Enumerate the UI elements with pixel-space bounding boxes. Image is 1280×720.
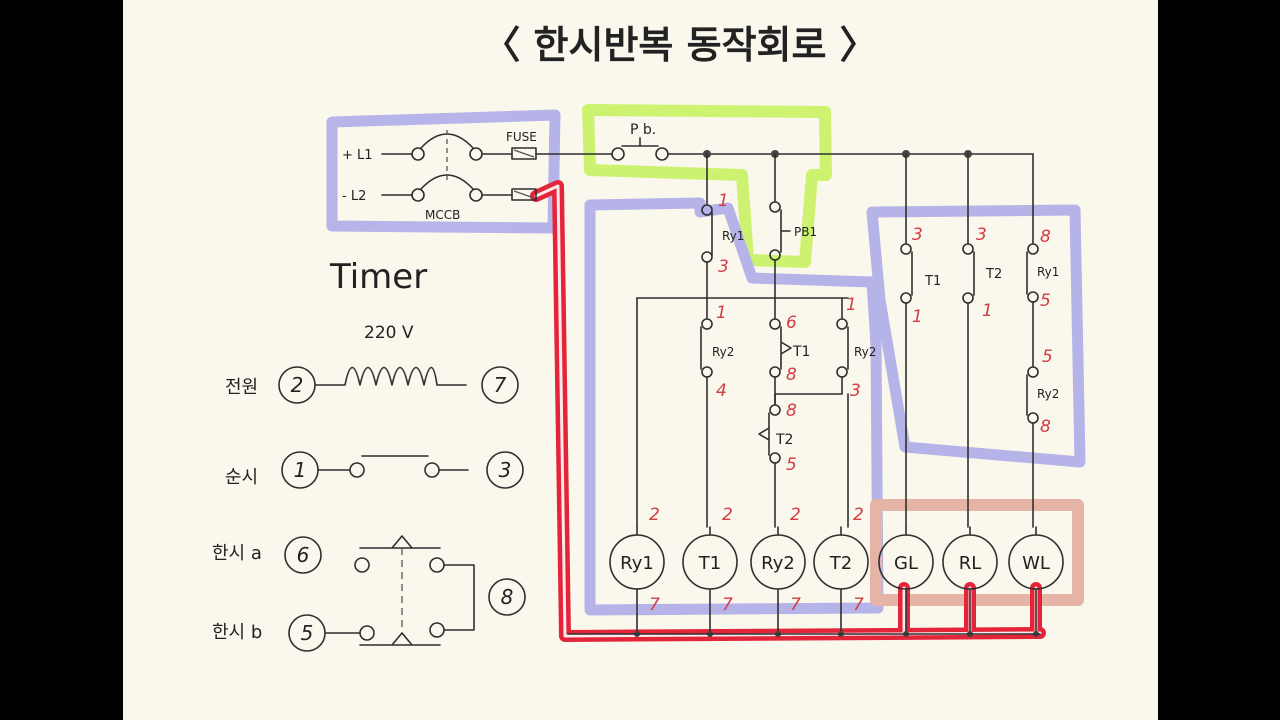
- pb1-label: PB1: [794, 225, 817, 239]
- timer-legend: Timer 220 V 전원 2 7 순시 1 3 한시 a 6 8 한시 b …: [212, 257, 526, 652]
- load-num-top: 2: [790, 505, 801, 525]
- t2-lamp-contact: T2 3 1: [962, 153, 1002, 528]
- load-t2: T2 2 7: [813, 505, 869, 637]
- pb1-contact: PB1: [769, 153, 817, 299]
- load-num-top: 2: [722, 505, 733, 525]
- ry2-seal-label: Ry2: [854, 345, 876, 359]
- ry2-seal-num-3: 3: [850, 381, 861, 401]
- t2-lamp-num-1: 1: [982, 301, 993, 321]
- highlight-layer: [326, 104, 1086, 642]
- ry2-num-1: 1: [716, 303, 727, 323]
- load-rl: RL: [942, 526, 998, 637]
- highlight-return-core: [534, 184, 1042, 638]
- ry2-lamp-label: Ry2: [1037, 387, 1059, 401]
- highlight-timer-box: [866, 204, 1086, 468]
- t2-lamp-label: T2: [985, 267, 1002, 282]
- load-wl: WL: [1008, 526, 1064, 637]
- ry2-seal-num-1: 1: [846, 295, 857, 315]
- load-row: Ry1 2 7 T1 2 7 Ry2 2 7 T2 2 7 GL RL WL: [609, 505, 1064, 637]
- ry2-lamp-num-8: 8: [1040, 417, 1051, 437]
- ry2-num-4: 4: [716, 381, 727, 401]
- t2-timer-contact: T2 8 5: [758, 393, 797, 528]
- t1-num-8: 8: [786, 365, 797, 385]
- highlight-lamp-box: [870, 499, 1084, 606]
- t2-num-8: 8: [786, 401, 797, 421]
- load-num-bottom: 7: [790, 595, 801, 615]
- t1-lamp-num-3: 3: [912, 225, 923, 245]
- load-label: WL: [1022, 553, 1050, 574]
- load-label: T2: [829, 553, 852, 574]
- ry2-lamp-num-5: 5: [1042, 347, 1053, 367]
- t2-lamp-num-3: 3: [976, 225, 987, 245]
- t1-lamp-contact: T1 3 1: [900, 153, 941, 528]
- legend-pin-6: 6: [297, 543, 310, 567]
- t1-contact-label: T1: [792, 344, 810, 360]
- t1-timer-contact: T1 6 8: [769, 297, 810, 405]
- ry2-contact: Ry2 1 4: [700, 297, 734, 528]
- legend-pin-1: 1: [294, 458, 307, 482]
- load-ry2: Ry2 2 7: [750, 505, 806, 637]
- ry1-num-3: 3: [718, 257, 729, 277]
- mccb-label: MCCB: [425, 208, 460, 222]
- t1-lamp-num-1: 1: [912, 307, 923, 327]
- ry1-num-1: 1: [718, 191, 729, 211]
- legend-pin-8: 8: [501, 585, 514, 609]
- pb-label: P b.: [630, 122, 656, 138]
- legend-pin-2: 2: [291, 373, 304, 397]
- l1-label: + L1: [342, 148, 373, 163]
- load-label: Ry2: [761, 553, 795, 574]
- ry1-lamp-num-8: 8: [1040, 227, 1051, 247]
- legend-row-delay-b-label: 한시 b: [212, 622, 262, 643]
- legend-pin-5: 5: [301, 621, 314, 645]
- top-bus: P b.: [611, 122, 1034, 161]
- legend-row-delay-a-label: 한시 a: [212, 543, 262, 564]
- fuse-label: FUSE: [506, 130, 537, 144]
- load-label: GL: [894, 553, 918, 574]
- legend-pin-3: 3: [499, 458, 512, 482]
- load-num-bottom: 7: [722, 595, 733, 615]
- timer-title: Timer: [329, 257, 427, 297]
- ry1-contact: Ry1 1 3: [701, 153, 744, 299]
- t2-num-5: 5: [786, 455, 797, 475]
- load-num-top: 2: [649, 505, 660, 525]
- legend-row-power-label: 전원: [225, 377, 258, 398]
- load-label: RL: [959, 553, 982, 574]
- ry2-contact-label: Ry2: [712, 345, 734, 359]
- fuse-l2: [511, 188, 537, 201]
- ry1-contact-label: Ry1: [722, 229, 744, 243]
- load-gl: GL: [878, 526, 934, 637]
- highlight-pb-box: [582, 104, 832, 268]
- load-num-bottom: 7: [853, 595, 864, 615]
- t1-num-6: 6: [786, 313, 797, 333]
- ry1-ry2-lamp-contact: Ry1 8 5 Ry2 5 8: [1026, 153, 1059, 528]
- load-label: Ry1: [620, 553, 654, 574]
- ry1-lamp-label: Ry1: [1037, 265, 1059, 279]
- ry2-seal-contact: Ry2 1 3: [774, 295, 876, 401]
- t2-contact-label: T2: [775, 432, 793, 448]
- legend-row-instant-label: 순시: [225, 467, 258, 488]
- load-num-top: 2: [853, 505, 864, 525]
- ry1-lamp-num-5: 5: [1040, 291, 1051, 311]
- load-num-bottom: 7: [649, 595, 660, 615]
- load-t1: T1 2 7: [682, 505, 738, 637]
- t1-lamp-label: T1: [924, 274, 941, 289]
- load-label: T1: [698, 553, 721, 574]
- l2-label: - L2: [342, 189, 366, 204]
- highlight-relay-box: [584, 197, 884, 616]
- page-title: 〈 한시반복 동작회로 〉: [482, 23, 877, 67]
- load-ry1: Ry1 2 7: [609, 505, 665, 637]
- timer-voltage: 220 V: [364, 323, 414, 343]
- power-section: + L1 - L2 MCCB FUSE: [342, 130, 613, 222]
- legend-pin-7: 7: [494, 373, 507, 397]
